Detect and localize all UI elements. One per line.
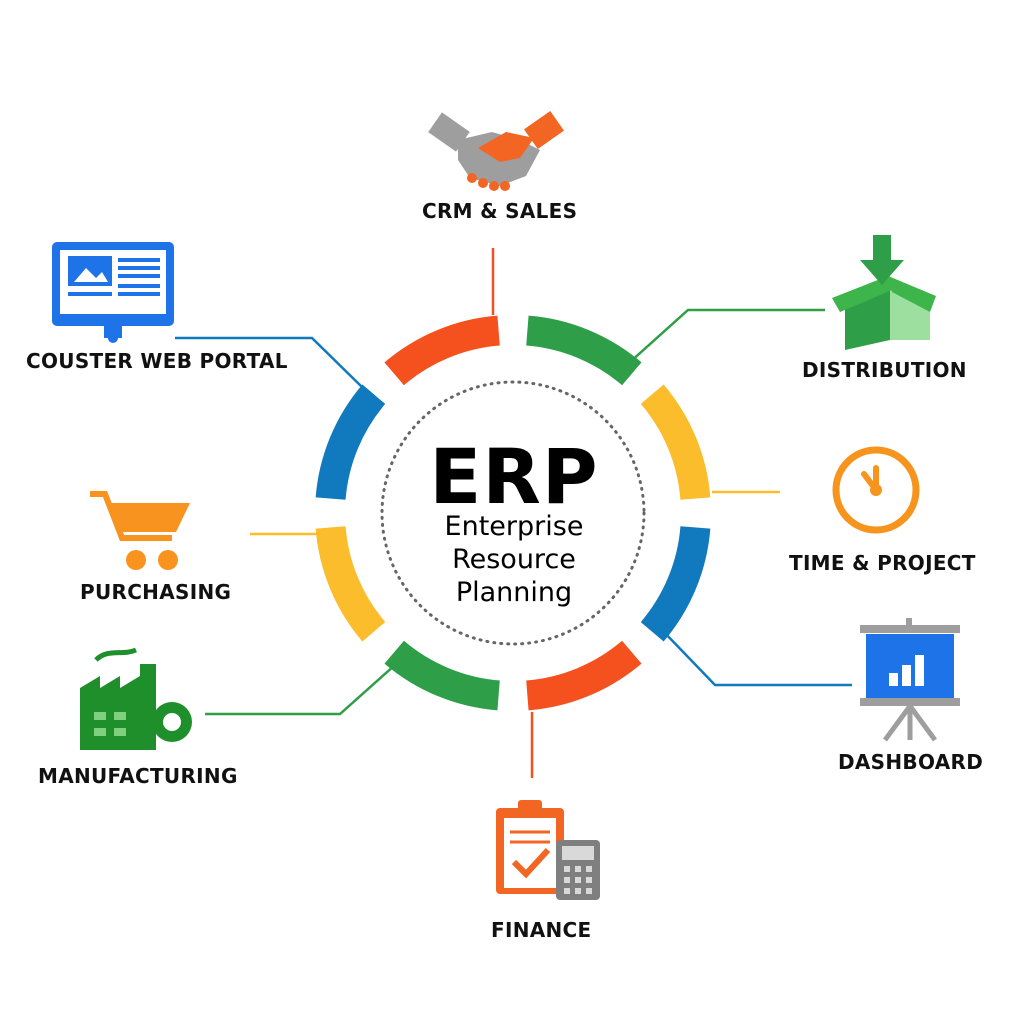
shopping-cart-icon bbox=[90, 491, 190, 570]
label-crm-sales: CRM & SALES bbox=[422, 199, 578, 223]
ring-segment-distribution bbox=[525, 315, 642, 386]
erp-subtitle-line-1: Enterprise bbox=[444, 511, 584, 542]
erp-title: ERP bbox=[429, 432, 599, 521]
connector-portal bbox=[175, 336, 364, 389]
factory-icon bbox=[80, 647, 192, 750]
clipboard-calculator-icon bbox=[496, 800, 600, 900]
box-download-icon bbox=[832, 235, 936, 350]
label-finance: FINANCE bbox=[491, 918, 592, 942]
label-couster-web-portal: COUSTER WEB PORTAL bbox=[26, 349, 288, 373]
connector-manufacturing bbox=[205, 664, 396, 716]
label-distribution: DISTRIBUTION bbox=[802, 358, 967, 382]
ring-segment-time bbox=[640, 384, 711, 501]
ring-segment-purchasing bbox=[315, 525, 386, 642]
ring-segment-dashboard bbox=[640, 525, 711, 642]
erp-subtitle-line-2: Resource bbox=[452, 544, 576, 575]
ring-segment-finance bbox=[525, 640, 642, 711]
ring-segment-manufacturing bbox=[384, 640, 501, 711]
presentation-chart-icon bbox=[860, 618, 960, 742]
label-time-project: TIME & PROJECT bbox=[789, 551, 976, 575]
connector-distribution bbox=[629, 308, 825, 363]
connector-dashboard bbox=[661, 629, 852, 687]
ring-segment-crm bbox=[384, 315, 501, 386]
monitor-icon bbox=[52, 242, 174, 343]
connector-lines bbox=[175, 248, 852, 778]
inner-dotted-circle bbox=[380, 380, 646, 646]
label-dashboard: DASHBOARD bbox=[838, 750, 984, 774]
handshake-icon bbox=[428, 110, 564, 191]
clock-icon bbox=[832, 446, 920, 534]
label-purchasing: PURCHASING bbox=[80, 580, 232, 604]
module-ring bbox=[315, 315, 711, 711]
erp-subtitle-line-3: Planning bbox=[455, 577, 573, 608]
label-manufacturing: MANUFACTURING bbox=[38, 764, 238, 788]
ring-segment-portal bbox=[315, 384, 386, 501]
